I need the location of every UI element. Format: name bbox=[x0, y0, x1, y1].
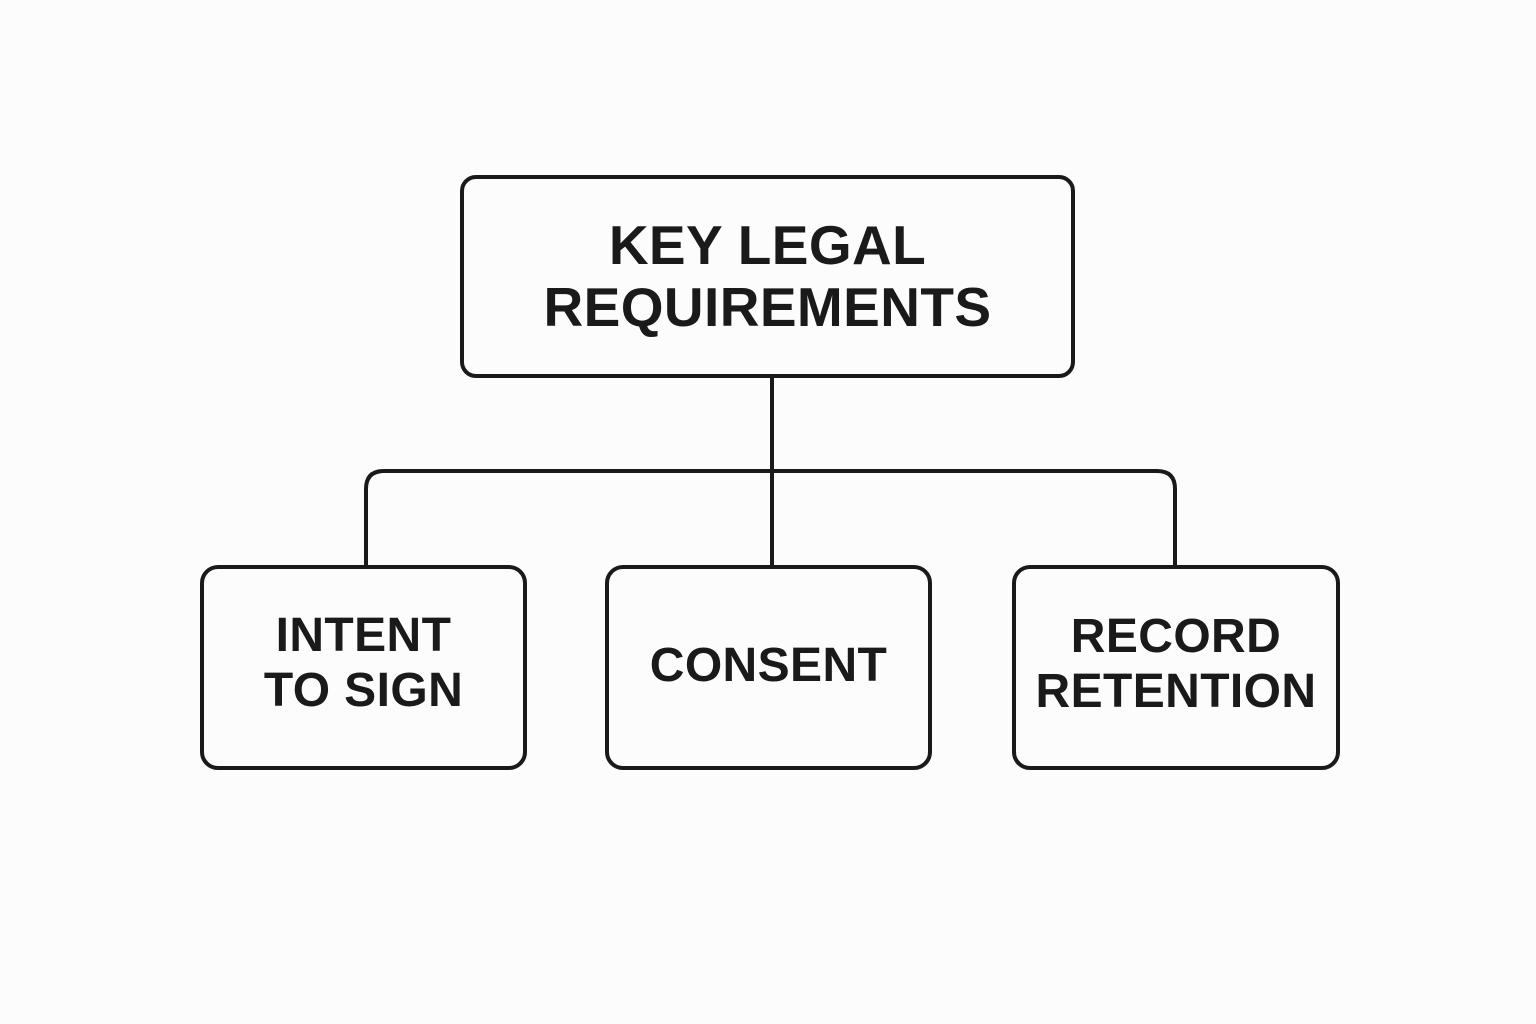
node-key-legal-requirements[interactable]: KEY LEGAL REQUIREMENTS bbox=[460, 175, 1075, 378]
node-record-retention[interactable]: RECORD RETENTION bbox=[1012, 565, 1340, 770]
node-child-2-label: RECORD RETENTION bbox=[1035, 609, 1317, 718]
node-root-label: KEY LEGAL REQUIREMENTS bbox=[543, 213, 992, 338]
node-child-1-label: CONSENT bbox=[649, 639, 888, 692]
node-intent-to-sign[interactable]: INTENT TO SIGN bbox=[200, 565, 527, 770]
connector-elbow-left bbox=[364, 469, 772, 565]
node-consent[interactable]: CONSENT bbox=[605, 565, 932, 770]
connector-elbow-right bbox=[772, 469, 1177, 565]
node-child-0-label: INTENT TO SIGN bbox=[263, 608, 464, 717]
